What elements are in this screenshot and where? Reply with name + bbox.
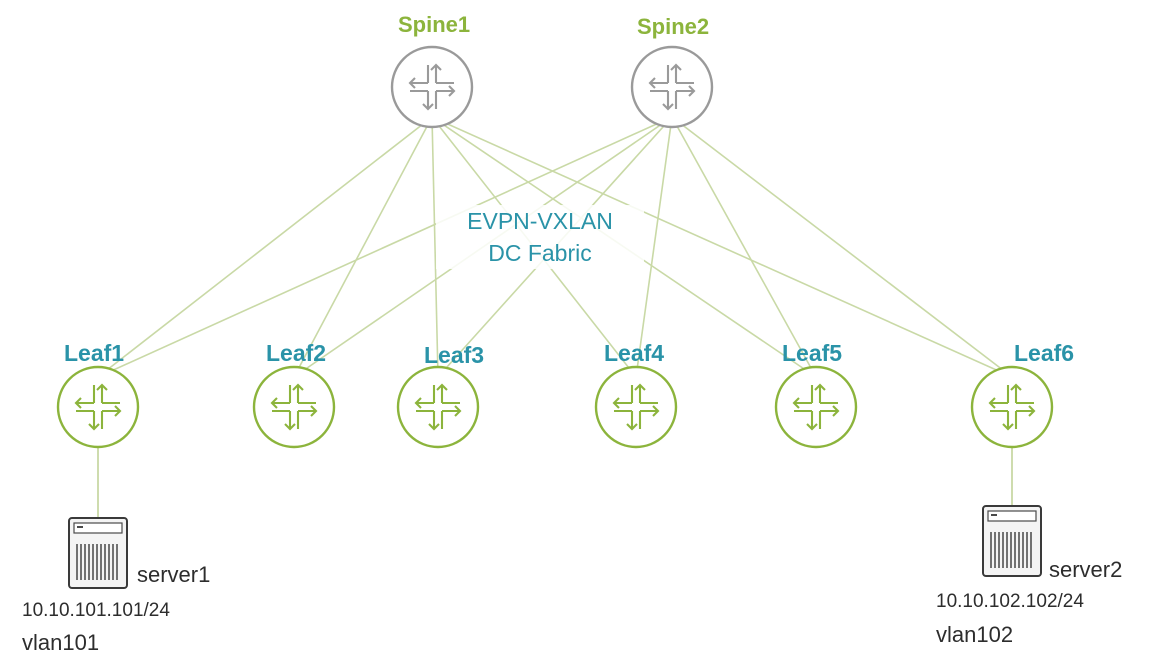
leaf2-label: Leaf2 (266, 340, 327, 366)
spine2-label: Spine2 (637, 14, 710, 39)
fabric-label-line1: EVPN-VXLAN (467, 208, 613, 234)
server-nodes (68, 505, 1042, 589)
link-spine1-leaf1 (97, 116, 433, 378)
link-spine2-leaf4 (635, 116, 673, 378)
fabric-label: EVPN-VXLAN DC Fabric (436, 205, 644, 269)
server2-label: server2 (1049, 557, 1123, 582)
leaf5-router-icon (774, 365, 858, 449)
server1-server-icon (68, 517, 128, 589)
server2-server-icon (982, 505, 1042, 577)
leaf3-router-icon (396, 365, 480, 449)
spine1-label: Spine1 (398, 12, 471, 37)
leaf4-router-icon (594, 365, 678, 449)
leaf4-label: Leaf4 (604, 340, 665, 366)
leaf5-label: Leaf5 (782, 340, 843, 366)
leaf1-label: Leaf1 (64, 340, 125, 366)
leaf6-router-icon (970, 365, 1054, 449)
leaf6-label: Leaf6 (1014, 340, 1075, 366)
fabric-label-line2: DC Fabric (488, 240, 592, 266)
server1-vlan: vlan101 (22, 630, 100, 655)
server-links (97, 447, 1013, 518)
server1-ip: 10.10.101.101/24 (22, 600, 170, 621)
link-spine1-leaf6 (431, 116, 1013, 378)
link-spine2-leaf1 (97, 116, 673, 378)
link-spine1-leaf3 (431, 116, 439, 378)
link-spine2-leaf5 (671, 116, 817, 378)
router-nodes (56, 45, 1054, 449)
spine1-router-icon (390, 45, 474, 129)
spine2-router-icon (630, 45, 714, 129)
link-spine2-leaf6 (671, 116, 1013, 378)
server2-vlan: vlan102 (936, 622, 1014, 647)
server2-ip: 10.10.102.102/24 (936, 591, 1084, 612)
link-spine1-leaf2 (293, 116, 433, 378)
leaf1-router-icon (56, 365, 140, 449)
leaf3-label: Leaf3 (424, 342, 485, 368)
server1-label: server1 (137, 562, 211, 587)
leaf2-router-icon (252, 365, 336, 449)
